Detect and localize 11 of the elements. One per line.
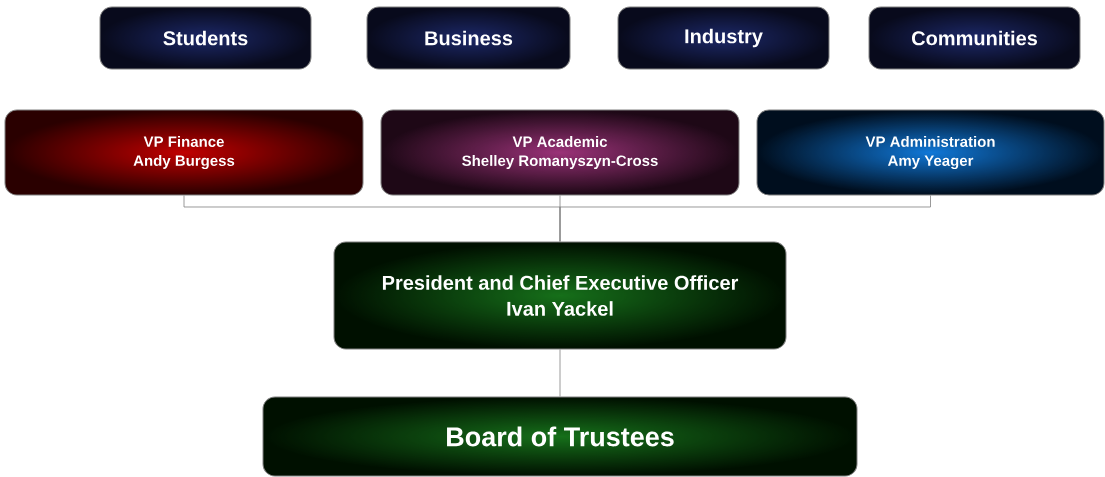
connector-line — [559, 195, 931, 242]
officer-box: VP Finance Andy Burgess — [4, 109, 364, 196]
audience-box: Industry — [617, 6, 830, 70]
officer-box: VP Administration Amy Yeager — [756, 109, 1105, 196]
president-box: President and Chief Executive Officer Ivan Yackel — [333, 241, 787, 350]
connector-line — [559, 349, 561, 397]
audience-box: Communities — [868, 6, 1081, 70]
officer-box: VP Academic Shelley Romanyszyn-Cross — [380, 109, 740, 196]
board-box: Board of Trustees — [262, 396, 858, 477]
audience-box: Business — [366, 6, 571, 70]
audience-box: Students — [99, 6, 312, 70]
